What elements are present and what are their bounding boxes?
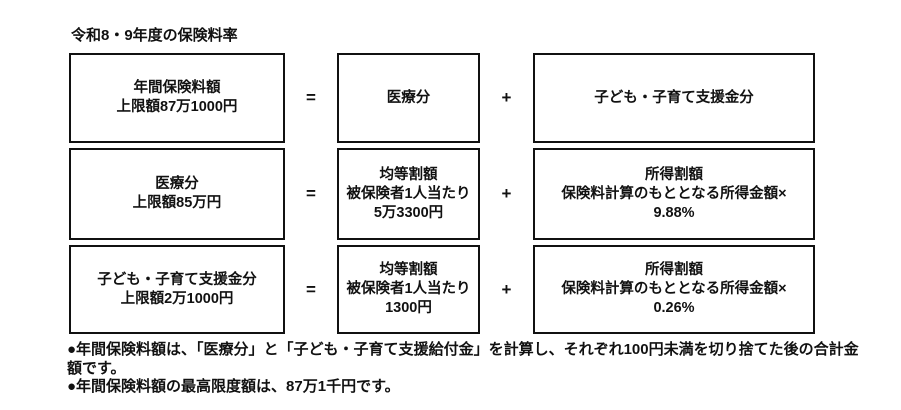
box-text-line: 1300円	[385, 300, 432, 316]
plus-sign: +	[501, 279, 512, 299]
box-text-line: 上限額87万1000円	[116, 99, 238, 115]
box-text-line: 保険料計算のもととなる所得金額×	[561, 185, 787, 202]
box-text-line: 年間保険料額	[133, 80, 221, 96]
box-text-line: 均等割額	[379, 166, 438, 183]
plus-sign: +	[501, 88, 512, 107]
box-text-line: 所得割額	[645, 166, 703, 183]
equals-sign: =	[306, 279, 316, 299]
box-text-line: 上限額85万円	[132, 195, 222, 211]
box-text-line: 5万3300円	[373, 204, 444, 221]
box-medical-portion: 医療分	[337, 53, 480, 143]
equals-sign: =	[306, 184, 316, 203]
box-text-line: 上限額2万1000円	[120, 290, 234, 307]
box-annual-premium-total: 年間保険料額 上限額87万1000円	[69, 53, 285, 143]
box-text-line: 9.88%	[653, 204, 695, 221]
box-per-capita-child-support: 均等割額 被保険者1人当たり 1300円	[337, 245, 480, 334]
box-income-based-medical: 所得割額 保険料計算のもととなる所得金額× 9.88%	[533, 148, 815, 240]
premium-formula-diagram: 年間保険料額 上限額87万1000円 = 医療分 + 子ども・子育て支援金分 医…	[69, 53, 815, 334]
box-text-line: 子ども・子育て支援金分	[594, 89, 754, 106]
equals-sign: =	[306, 88, 316, 107]
box-text-line: 医療分	[386, 89, 431, 106]
box-text-line: 子ども・子育て支援金分	[97, 271, 257, 288]
box-child-support-portion: 子ども・子育て支援金分	[533, 53, 815, 143]
plus-sign: +	[501, 184, 512, 203]
footnotes: ●年間保険料額は、「医療分」と「子ども・子育て支援給付金」を計算し、それぞれ10…	[67, 341, 877, 397]
box-text-line: 医療分	[155, 176, 199, 192]
box-per-capita-medical: 均等割額 被保険者1人当たり 5万3300円	[337, 148, 480, 240]
note-1-line-2: 額です。	[67, 359, 126, 377]
box-text-line: 被保険者1人当たり	[346, 281, 471, 297]
note-1-line-1: ●年間保険料額は、「医療分」と「子ども・子育て支援給付金」を計算し、それぞれ10…	[67, 341, 859, 358]
box-text-line: 均等割額	[379, 262, 438, 278]
box-text-line: 0.26%	[653, 300, 695, 316]
box-text-line: 所得割額	[645, 262, 703, 278]
note-2: ●年間保険料額の最高限度額は、87万1千円です。	[67, 378, 400, 395]
box-child-support-cap: 子ども・子育て支援金分 上限額2万1000円	[69, 245, 285, 334]
box-income-based-child-support: 所得割額 保険料計算のもととなる所得金額× 0.26%	[533, 245, 815, 334]
page-title: 令和8・9年度の保険料率	[71, 27, 238, 44]
box-text-line: 保険料計算のもととなる所得金額×	[561, 281, 787, 297]
box-text-line: 被保険者1人当たり	[346, 185, 471, 202]
box-medical-portion-cap: 医療分 上限額85万円	[69, 148, 285, 240]
